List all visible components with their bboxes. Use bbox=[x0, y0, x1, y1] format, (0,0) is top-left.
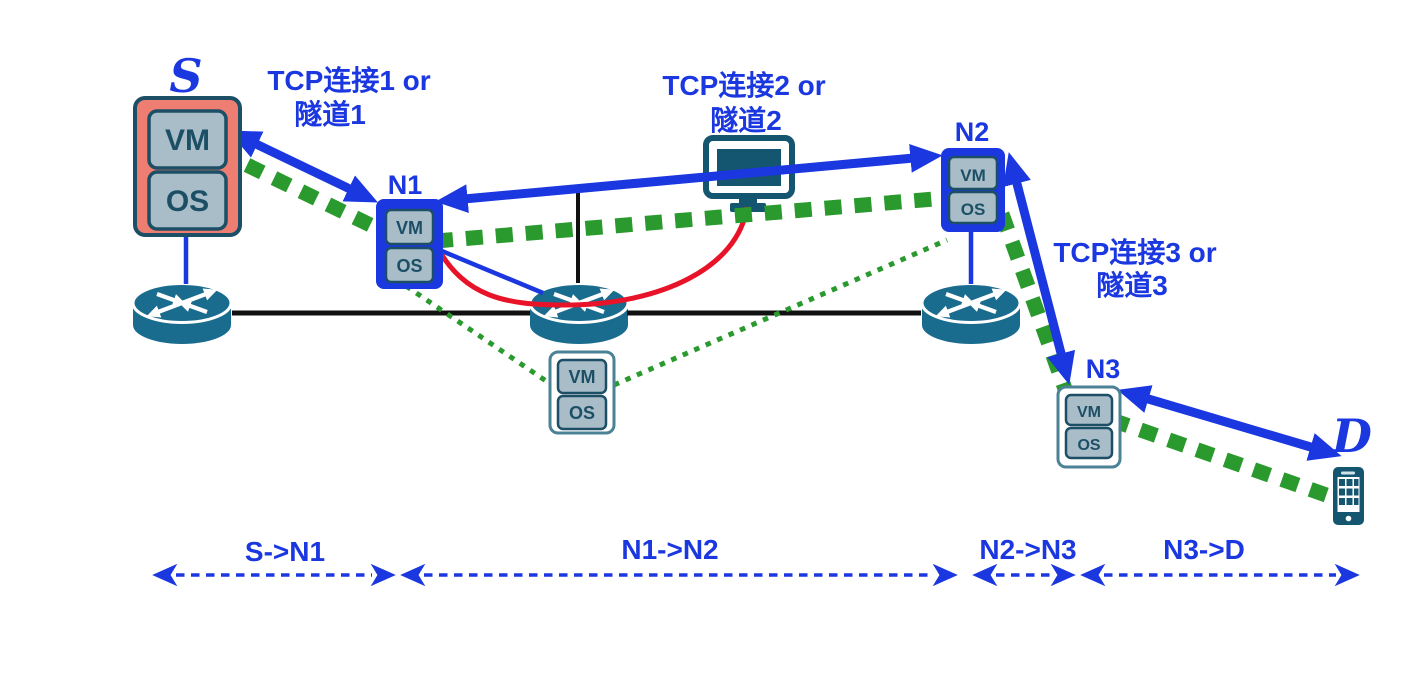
segment-label-n2-n3: N2->N3 bbox=[979, 534, 1076, 565]
node-n2: VM OS bbox=[941, 148, 1005, 232]
dotted-n1-relay bbox=[404, 283, 554, 388]
vm-box bbox=[147, 109, 228, 170]
node-n3: VM OS bbox=[1056, 385, 1122, 469]
tunnel4-arrow bbox=[1117, 385, 1342, 461]
tunnel1-label-line2: 隧道1 bbox=[294, 98, 366, 130]
tunnel3-label-line1: TCP连接3 or bbox=[1053, 237, 1216, 268]
os-label: OS bbox=[166, 185, 209, 218]
link-n1-monitor-red-curve bbox=[434, 206, 750, 308]
os-box bbox=[147, 170, 228, 231]
tunnel1-label-line1: TCP连接1 or bbox=[267, 65, 430, 96]
link-n1-router2 bbox=[436, 246, 544, 296]
tunnel-arrows bbox=[228, 130, 1342, 461]
tunnel1-arrow bbox=[228, 130, 378, 203]
vm-box bbox=[556, 358, 608, 395]
os-label: OS bbox=[1077, 437, 1100, 454]
dotted-green-paths bbox=[404, 237, 948, 388]
vm-box bbox=[1064, 393, 1114, 427]
access-links-blue bbox=[183, 232, 974, 296]
vm-label: VM bbox=[1077, 404, 1101, 421]
node-label-s: S bbox=[169, 49, 202, 103]
node-s: VM OS bbox=[133, 96, 242, 237]
vm-label: VM bbox=[165, 124, 210, 157]
node-label-n2: N2 bbox=[955, 117, 990, 147]
node-label-n3: N3 bbox=[1086, 354, 1121, 384]
os-label: OS bbox=[961, 200, 986, 219]
tunnel2-label-line2: 隧道2 bbox=[710, 104, 782, 136]
dotted-relay-n2 bbox=[613, 237, 948, 388]
tunnel2-arrow bbox=[435, 143, 943, 214]
vm-box bbox=[384, 208, 435, 246]
segment-label-n1-n2: N1->N2 bbox=[621, 534, 718, 565]
path-n3-d bbox=[1109, 412, 1335, 505]
vm-label: VM bbox=[569, 367, 596, 387]
node-label-n1: N1 bbox=[388, 170, 423, 200]
os-box bbox=[556, 394, 608, 431]
os-label: OS bbox=[569, 403, 595, 423]
tunnel3-label-line2: 隧道3 bbox=[1096, 269, 1168, 301]
os-box bbox=[947, 190, 999, 225]
path-n1-n2 bbox=[435, 189, 959, 249]
vm-label: VM bbox=[396, 218, 423, 238]
smartphone-icon bbox=[1333, 467, 1364, 525]
tunnel3-arrow bbox=[1002, 152, 1076, 385]
node-n1: VM OS bbox=[376, 199, 443, 289]
node-label-d: D bbox=[1330, 409, 1372, 463]
segment-label-n3-d: N3->D bbox=[1163, 534, 1245, 565]
router-icon-middle bbox=[530, 284, 628, 345]
os-box bbox=[384, 246, 435, 284]
tunnel2-label-line1: TCP连接2 or bbox=[662, 70, 825, 101]
os-label: OS bbox=[396, 256, 422, 276]
router-icon-left bbox=[133, 284, 231, 345]
node-relay: VM OS bbox=[548, 350, 616, 435]
router-icon-right bbox=[922, 284, 1020, 345]
vm-box bbox=[947, 155, 999, 191]
segment-label-s-n1: S->N1 bbox=[245, 536, 325, 567]
vm-label: VM bbox=[960, 166, 986, 185]
os-box bbox=[1064, 426, 1114, 460]
